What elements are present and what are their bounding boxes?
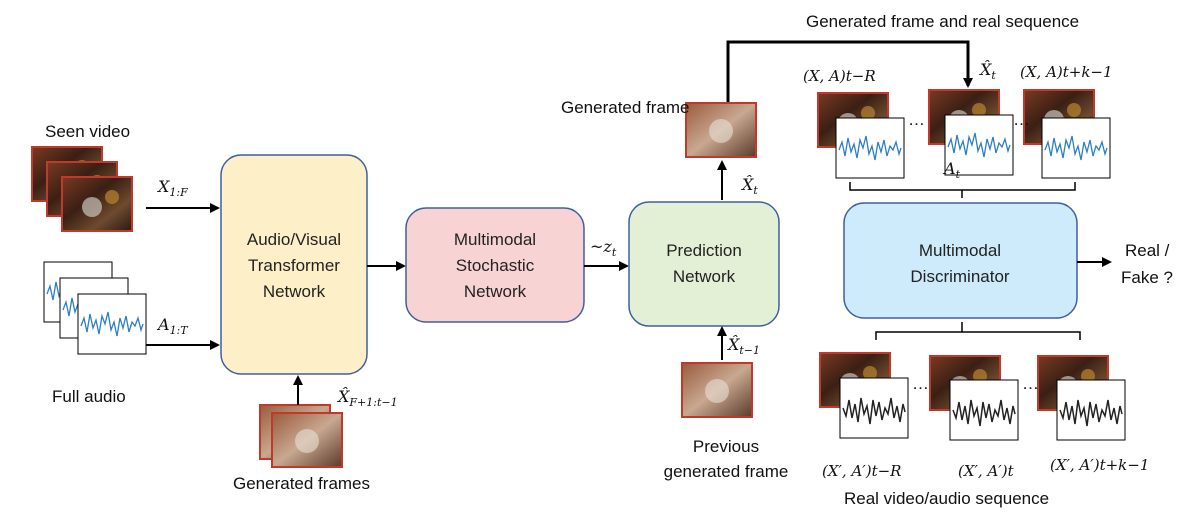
discriminator-block <box>843 202 1078 319</box>
real-xa-t-plus-k-label: (X′, A′)t+k−1 <box>1050 456 1149 474</box>
discriminator-line1: Multimodal <box>919 241 1001 260</box>
xhat-tminus1-label: X̂t−1 <box>726 335 760 357</box>
top-bracket <box>849 182 1076 198</box>
a-input-label: A1:T <box>156 315 189 337</box>
real-xa-t-minus-r-label: (X′, A′)t−R <box>822 462 901 480</box>
generated-frames-stack <box>259 404 343 468</box>
real-xa-t-label: (X′, A′)t <box>958 462 1015 480</box>
previous-frame-label-2: generated frame <box>664 462 789 481</box>
prediction-block <box>628 201 780 327</box>
seen-video-stack <box>31 146 133 232</box>
real-sequence <box>819 352 1126 441</box>
transformer-block <box>220 154 368 375</box>
bottom-ellipsis-1: … <box>912 374 929 393</box>
previous-frame-label-1: Previous <box>693 437 759 456</box>
output-label-2: Fake ? <box>1121 268 1173 287</box>
prediction-line2: Network <box>673 267 736 286</box>
xhat-t-label: X̂t <box>740 175 758 197</box>
transformer-line1: Audio/Visual <box>247 230 341 249</box>
generated-frames-label: Generated frames <box>233 474 370 493</box>
stochastic-line1: Multimodal <box>454 230 536 249</box>
prediction-line1: Prediction <box>666 241 742 260</box>
stochastic-line3: Network <box>464 282 527 301</box>
full-audio-stack <box>43 261 147 355</box>
xa-t-minus-r-label: (X, A)t−R <box>803 67 876 85</box>
top-sequence <box>817 89 1111 179</box>
top-ellipsis-2: … <box>1013 110 1030 129</box>
transformer-line3: Network <box>263 282 326 301</box>
seen-video-label: Seen video <box>45 122 130 141</box>
generated-frame-label: Generated frame <box>561 98 690 117</box>
full-audio-label: Full audio <box>52 387 126 406</box>
a-t-label: At <box>942 159 961 181</box>
transformer-line2: Transformer <box>248 256 340 275</box>
generated-to-sequence-route <box>726 40 973 102</box>
bottom-bracket <box>875 322 1081 340</box>
x-input-label: X1:F <box>156 177 188 199</box>
stochastic-line2: Stochastic <box>456 256 535 275</box>
generated-real-sequence-label: Generated frame and real sequence <box>806 12 1079 31</box>
generated-frame-image <box>685 102 757 158</box>
real-sequence-label: Real video/audio sequence <box>844 489 1049 508</box>
xa-t-plus-k-label: (X, A)t+k−1 <box>1020 63 1113 81</box>
z-label: ~zt <box>590 237 617 259</box>
bottom-ellipsis-2: … <box>1022 374 1039 393</box>
xhat-t-top-label: X̂t <box>978 60 996 82</box>
previous-frame-image <box>681 362 753 418</box>
output-label-1: Real / <box>1125 241 1170 260</box>
generated-frames-math: X̂F+1:t−1 <box>336 387 398 409</box>
discriminator-line2: Discriminator <box>910 267 1010 286</box>
top-ellipsis-1: … <box>908 110 925 129</box>
